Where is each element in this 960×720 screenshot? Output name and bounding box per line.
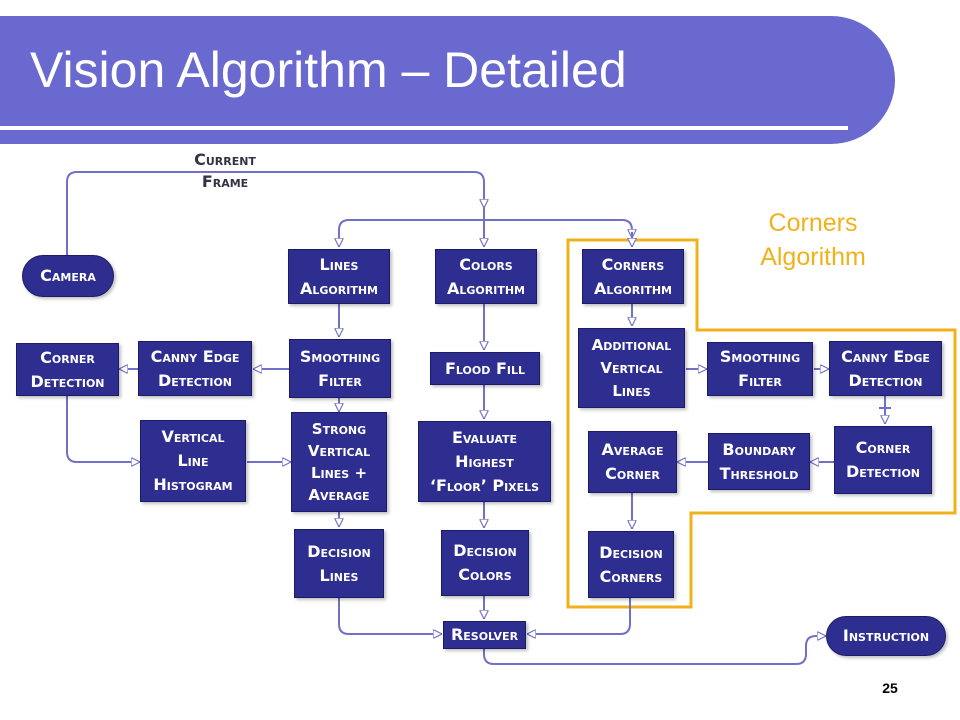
connector-camera-frame [66,171,484,255]
smoothing-filter-right-node: Smoothing Filter [707,342,813,396]
resolver-node: Resolver [443,621,526,649]
decision-lines-node: Decision Lines [294,529,384,598]
title-banner [0,16,895,144]
instruction-node: Instruction [826,616,946,656]
connector-corner-histogram [66,396,140,462]
current-frame-label: Current Frame [194,150,256,191]
strong-vertical-lines-node: Strong Vertical Lines + Average [291,412,387,512]
connector-resolver-instruction [483,636,826,665]
smoothing-filter-left-node: Smoothing Filter [289,339,391,398]
colors-algorithm-node: Colors Algorithm [435,249,537,304]
corners-algorithm-highlight [566,238,957,609]
page-number: 25 [882,680,898,696]
connector-split [338,219,632,238]
lines-algorithm-node: Lines Algorithm [288,249,390,304]
corner-detection-right-node: Corner Detection [834,426,932,494]
canny-edge-left-node: Canny Edge Detection [138,341,252,396]
decision-colors-node: Decision Colors [441,530,529,596]
vertical-line-histogram-node: Vertical Line Histogram [140,420,246,502]
boundary-threshold-node: Boundary Threshold [708,433,810,490]
connector-decision-corners-resolver [527,598,631,634]
corners-algorithm-label: Corners Algorithm [760,209,866,271]
slide-title: Vision Algorithm – Detailed [30,42,627,98]
canny-edge-right-node: Canny Edge Detection [829,341,942,396]
title-underline [0,126,848,130]
flood-fill-node: Flood Fill [430,352,540,385]
average-corner-node: Average Corner [588,431,677,493]
connector-decision-lines-resolver [338,598,442,634]
corner-detection-left-node: Corner Detection [16,343,119,396]
corners-algorithm-node: Corners Algorithm [582,249,684,304]
camera-node: Camera [22,255,114,297]
evaluate-highest-floor-node: Evaluate Highest ‘Floor’ Pixels [418,421,551,502]
decision-corners-node: Decision Corners [588,531,674,598]
additional-vertical-lines-node: Additional Vertical Lines [578,328,685,408]
